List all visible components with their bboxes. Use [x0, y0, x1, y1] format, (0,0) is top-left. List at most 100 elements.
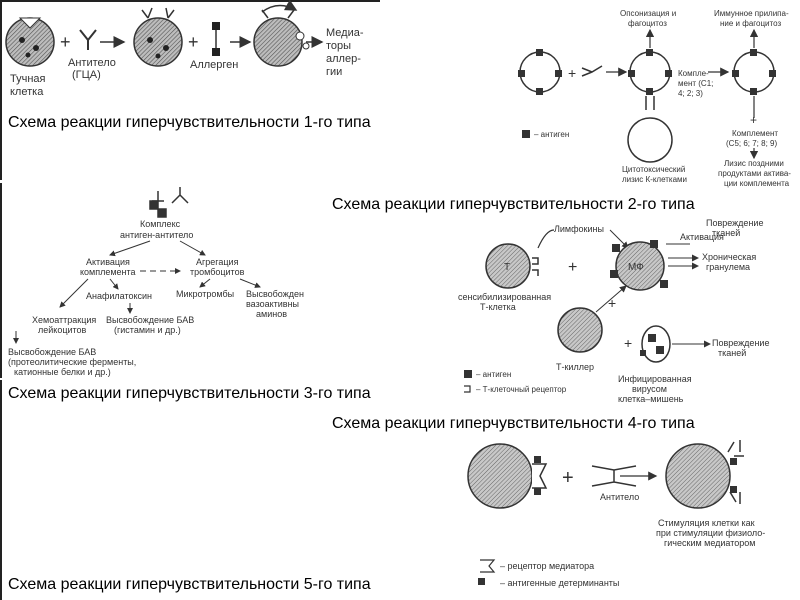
mediators-label-2: торы [326, 40, 351, 52]
antibody-icon [581, 65, 603, 77]
t-cell-label: Т [504, 262, 510, 273]
vasoactive-label-2: вазоактивны [246, 299, 299, 309]
vasoactive-label-3: аминов [256, 309, 287, 319]
opsonized-cell-icon [629, 51, 671, 93]
antigen-legend-icon [464, 370, 472, 378]
antibody-icon [591, 465, 637, 487]
antigen-legend-label: – антиген [534, 130, 569, 139]
bav-label-1: Высвобождение БАВ [106, 315, 194, 325]
microthrombi-label: Микротромбы [176, 289, 234, 299]
type5-svg: + Антитело Стимуляция клетки как при сти… [467, 440, 765, 588]
macrophage-icon [615, 241, 665, 291]
caption-type4: Схема реакции гиперчувствительности 4-го… [332, 415, 695, 432]
immune-label-2: ние и фагоцитоз [720, 19, 781, 28]
stimulated-cell-icon [665, 443, 731, 509]
t-killer-icon [557, 307, 603, 353]
lysis-label-3: ции комплемента [724, 179, 790, 188]
allergen-icon [212, 22, 220, 30]
complex-label-2: антиген-антитело [120, 230, 193, 240]
svg-text:+: + [608, 295, 616, 311]
chronic-label-2: гранулема [706, 262, 750, 272]
aggregation-label-1: Агрегация [196, 257, 239, 267]
plus-icon: + [562, 467, 574, 489]
type1-svg: Тучная клетка + Антитело (ГЦА) + Аллерге… [0, 0, 380, 98]
chemo-label-2: лейкоцитов [38, 325, 87, 335]
determinant-legend-icon [478, 578, 485, 585]
activation-label-1: Активация [86, 257, 130, 267]
type1-diagram: Тучная клетка + Антитело (ГЦА) + Аллерге… [0, 0, 380, 110]
type2-diagram: Опсонизация и фагоцитоз Иммунное прилипа… [510, 0, 800, 190]
immune-label-1: Иммунное прилипа- [714, 9, 789, 18]
legend-det-label: – антигенные детерминанты [500, 578, 619, 588]
degranulating-cell-icon [253, 0, 310, 67]
chemo-label-1: Хемоаттракция [32, 315, 96, 325]
chronic-label-1: Хроническая [702, 252, 756, 262]
plus-icon: + [568, 259, 577, 276]
sensitized-label-2: Т-клетка [480, 302, 516, 312]
receptor-legend-icon [464, 385, 471, 393]
mediators-label-1: Медиа- [326, 27, 364, 39]
mediators-label-4: гии [326, 66, 342, 78]
damage1-label-2: тканей [712, 228, 740, 238]
type5-diagram: + Антитело Стимуляция клетки как при сти… [458, 436, 800, 600]
sensitized-mast-cell-icon [133, 7, 183, 67]
complex-label-1: Комплекс [140, 219, 181, 229]
plus-icon: + [60, 32, 71, 52]
bav2-label-1: Высвобождение БАВ [8, 347, 96, 357]
target-cell-icon [467, 443, 533, 509]
mediators-label-3: аллер- [326, 53, 361, 65]
anaphylatoxin-label: Анафилатоксин [86, 291, 152, 301]
killer-cell-icon [627, 117, 673, 163]
damage2-label-1: Повреждение [712, 338, 769, 348]
stim-label-3: гическим медиатором [664, 538, 755, 548]
complement-late-label-2: (С5; 6; 7; 8; 9) [726, 139, 777, 148]
caption-type2: Схема реакции гиперчувствительности 2-го… [332, 196, 695, 213]
type4-svg: Т Лимфокины + МФ Активация Повреждение т… [458, 218, 769, 404]
complement-label-3: 4; 2; 3) [678, 89, 703, 98]
type3-diagram: Комплекс антиген-антитело Активация комп… [0, 183, 320, 378]
bav2-label-3: катионные белки и др.) [14, 367, 111, 377]
aggregation-label-2: тромбоцитов [190, 267, 245, 277]
caption-type3: Схема реакции гиперчувствительности 3-го… [8, 385, 371, 402]
type2-svg: Опсонизация и фагоцитоз Иммунное прилипа… [518, 9, 791, 188]
legend-antigen-label: – антиген [476, 370, 511, 379]
lymphokines-label: Лимфокины [554, 224, 604, 234]
bav-label-2: (гистамин и др.) [114, 325, 181, 335]
complement-label-2: мент (С1; [678, 79, 713, 88]
legend-receptor-label: – рецептор медиатора [500, 561, 594, 571]
mast-cell-icon [5, 17, 55, 67]
antibody-label: Антитело [600, 492, 639, 502]
receptor-legend-icon [480, 559, 496, 573]
infected-label-1: Инфицированная [618, 374, 692, 384]
infected-label-3: клетка–мишень [618, 394, 684, 404]
opsonization-label-2: фагоцитоз [628, 19, 667, 28]
infected-cell-icon [641, 325, 671, 363]
cytotoxic-label-1: Цитотоксический [622, 165, 685, 174]
antigen-legend-icon [522, 130, 530, 138]
svg-text:+: + [624, 335, 632, 351]
complement-cell-icon [733, 51, 775, 93]
stim-label-1: Стимуляция клетки как [658, 518, 755, 528]
allergen-icon [212, 48, 220, 56]
type4-diagram: Т Лимфокины + МФ Активация Повреждение т… [450, 218, 800, 408]
mast-cell-label-1: Тучная [10, 73, 46, 85]
mast-cell-label-2: клетка [10, 86, 44, 98]
macrophage-label: МФ [628, 262, 644, 273]
cytotoxic-label-2: лизис К-клетками [622, 175, 687, 184]
caption-type1: Схема реакции гиперчувствительности 1-го… [8, 114, 371, 131]
activation-label-2: комплемента [80, 267, 136, 277]
antibody-label-2: (ГЦА) [72, 69, 101, 81]
svg-text:+: + [750, 113, 757, 127]
plus-icon: + [568, 65, 576, 81]
damage2-label-2: тканей [718, 348, 746, 358]
sensitized-label-1: сенсибилизированная [458, 292, 551, 302]
legend-receptor-label: – Т-клеточный рецептор [476, 385, 567, 394]
allergen-label: Аллерген [190, 59, 238, 71]
plus-icon: + [188, 32, 199, 52]
opsonization-label-1: Опсонизация и [620, 9, 676, 18]
damage1-label-1: Повреждение [706, 218, 763, 228]
bav2-label-2: (протеолитические ферменты, [8, 357, 136, 367]
caption-type5: Схема реакции гиперчувствительности 5-го… [8, 576, 371, 593]
killer-label: Т-киллер [556, 362, 594, 372]
immune-complex-icon [149, 187, 189, 218]
